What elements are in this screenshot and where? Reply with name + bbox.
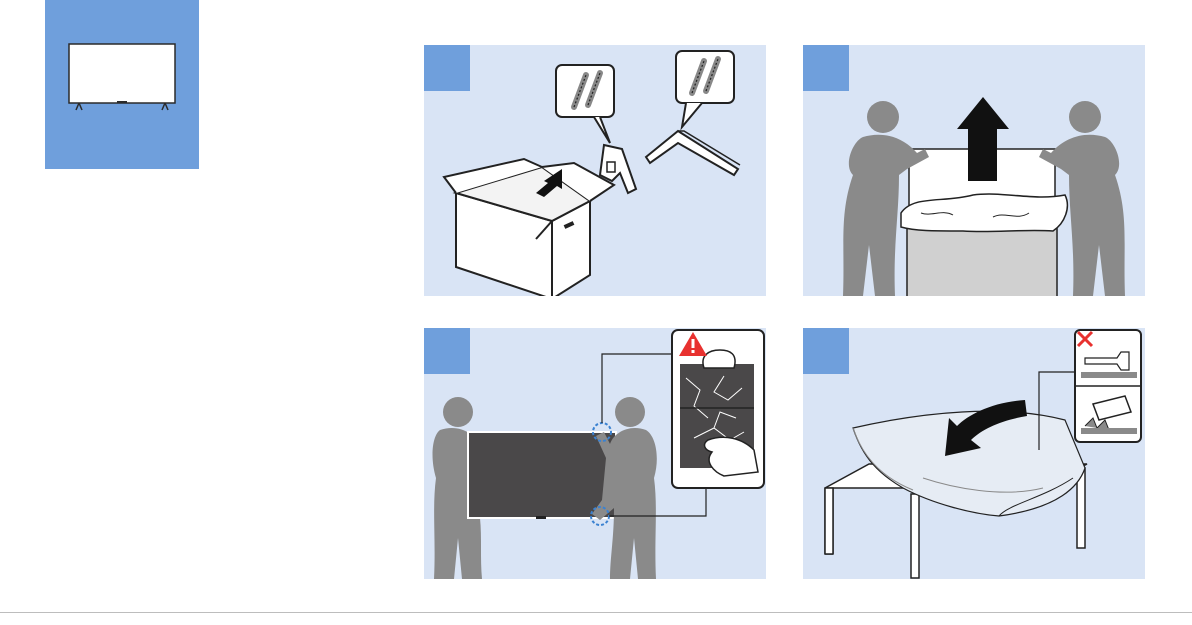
tv-icon: [45, 0, 199, 169]
step-badge: [803, 328, 849, 374]
step-4-panel: [803, 328, 1145, 579]
lift-tv-from-box-illustration: [803, 45, 1145, 296]
unbox-stand-and-screws-illustration: [424, 45, 766, 296]
lay-tv-on-table-illustration: [803, 328, 1145, 579]
carry-tv-by-frame-warning-illustration: [424, 328, 766, 579]
step-badge: [424, 45, 470, 91]
step-1-panel: [424, 45, 766, 296]
step-badge: [424, 328, 470, 374]
step-3-panel: [424, 328, 766, 579]
tv-thumbnail: [45, 0, 199, 169]
step-badge: [803, 45, 849, 91]
page-divider: [0, 612, 1192, 613]
step-2-panel: [803, 45, 1145, 296]
